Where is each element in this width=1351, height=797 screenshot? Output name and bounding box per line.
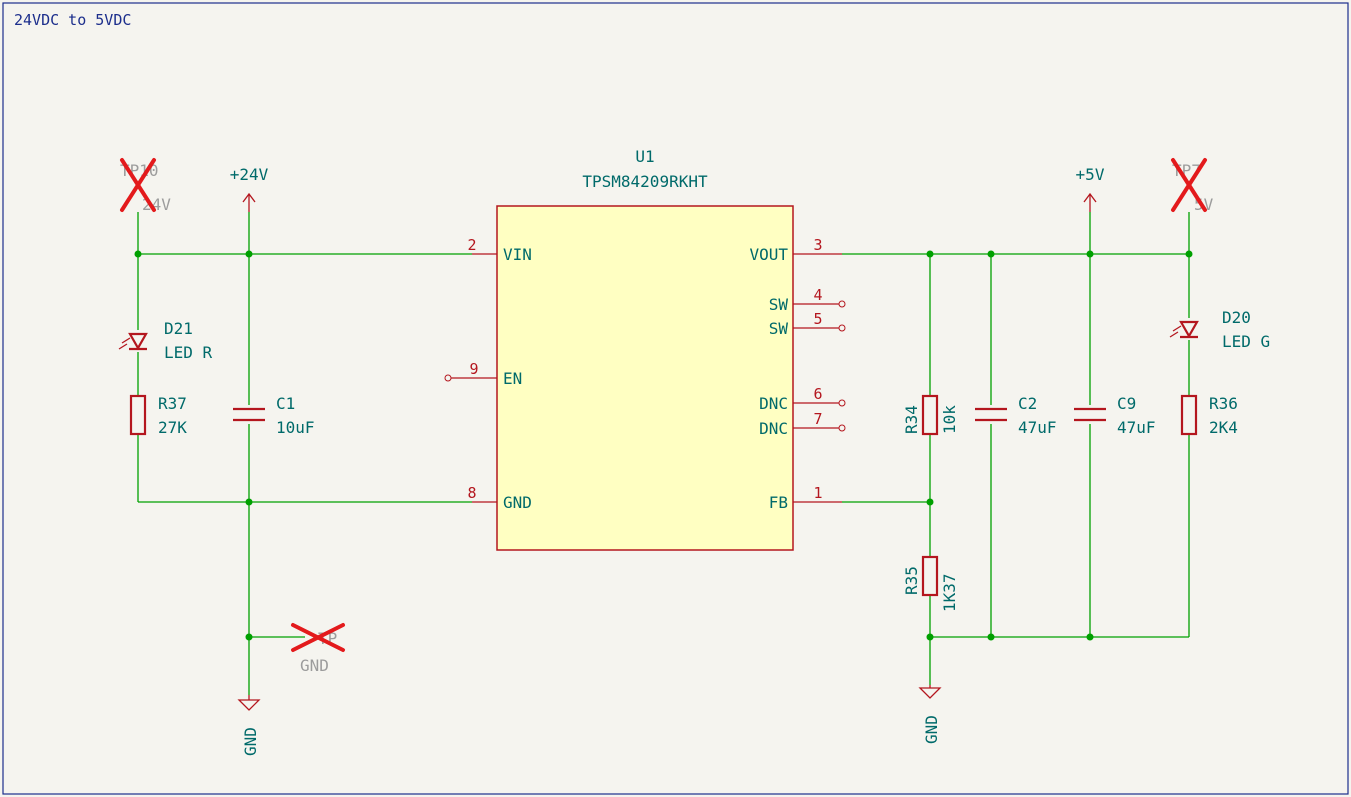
sheet-title: 24VDC to 5VDC	[14, 11, 131, 29]
pin-dnc1-num: 6	[813, 385, 822, 403]
r36-value: 2K4	[1209, 418, 1238, 437]
r34-value: 10k	[940, 405, 959, 434]
c2-ref: C2	[1018, 394, 1037, 413]
ground-left[interactable]: GND	[237, 695, 261, 756]
capacitor-c2[interactable]: C2 47uF	[975, 394, 1057, 437]
d20-ref: D20	[1222, 308, 1251, 327]
resistor-r37[interactable]: R37 27K	[129, 394, 187, 437]
tp-gnd-value: GND	[300, 656, 329, 675]
power-5v[interactable]: +5V	[1076, 165, 1105, 212]
junctions	[134, 250, 1193, 641]
c2-value: 47uF	[1018, 418, 1057, 437]
capacitor-c1[interactable]: C1 10uF	[233, 394, 315, 437]
wires	[137, 212, 1190, 695]
c9-value: 47uF	[1117, 418, 1156, 437]
resistor-r36[interactable]: R36 2K4	[1180, 394, 1238, 437]
power-24v[interactable]: +24V	[230, 165, 269, 212]
pin-sw1-name: SW	[769, 295, 789, 314]
r37-value: 27K	[158, 418, 187, 437]
pin-gnd-num: 8	[467, 484, 476, 502]
led-d21[interactable]: D21 LED R	[118, 319, 213, 362]
pin-en-name: EN	[503, 369, 522, 388]
testpoint-gnd[interactable]: TP GND	[291, 623, 345, 675]
pin-gnd-name: GND	[503, 493, 532, 512]
r34-ref: R34	[902, 405, 921, 434]
pin-vin-name: VIN	[503, 245, 532, 264]
r35-ref: R35	[902, 566, 921, 595]
u1-value: TPSM84209RKHT	[582, 172, 708, 191]
ground-left-label: GND	[241, 727, 260, 756]
led-d20[interactable]: D20 LED G	[1169, 308, 1270, 351]
ground-right-label: GND	[922, 715, 941, 744]
ground-right[interactable]: GND	[918, 685, 942, 744]
u1-body	[496, 205, 794, 551]
pin-dnc2-num: 7	[813, 410, 822, 428]
d20-value: LED G	[1222, 332, 1270, 351]
pin-sw2-name: SW	[769, 319, 789, 338]
testpoint-tp10[interactable]: TP10 24V	[120, 158, 171, 214]
r36-ref: R36	[1209, 394, 1238, 413]
pin-sw1-num: 4	[813, 286, 822, 304]
c1-value: 10uF	[276, 418, 315, 437]
u1-ref: U1	[635, 147, 654, 166]
pin-fb-num: 1	[813, 484, 822, 502]
c9-ref: C9	[1117, 394, 1136, 413]
pin-vin-num: 2	[467, 236, 476, 254]
resistor-r35[interactable]: R35 1K37	[902, 555, 959, 612]
capacitor-c9[interactable]: C9 47uF	[1074, 394, 1156, 437]
power-24v-label: +24V	[230, 165, 269, 184]
pin-sw2-num: 5	[813, 310, 822, 328]
d21-ref: D21	[164, 319, 193, 338]
pin-dnc2-name: DNC	[759, 419, 788, 438]
pin-dnc1-name: DNC	[759, 394, 788, 413]
resistor-r34[interactable]: R34 10k	[902, 394, 959, 436]
pin-vout-name: VOUT	[749, 245, 788, 264]
power-5v-label: +5V	[1076, 165, 1105, 184]
u1-regulator[interactable]: U1 TPSM84209RKHT 2 VIN 9 EN 8 GND 3 VOUT…	[444, 147, 846, 551]
r35-value: 1K37	[940, 573, 959, 612]
pin-vout-num: 3	[813, 236, 822, 254]
pin-fb-name: FB	[769, 493, 788, 512]
pin-en-num: 9	[469, 360, 478, 378]
r37-ref: R37	[158, 394, 187, 413]
d21-value: LED R	[164, 343, 213, 362]
c1-ref: C1	[276, 394, 295, 413]
testpoint-tp7[interactable]: TP7 5V	[1171, 158, 1214, 214]
